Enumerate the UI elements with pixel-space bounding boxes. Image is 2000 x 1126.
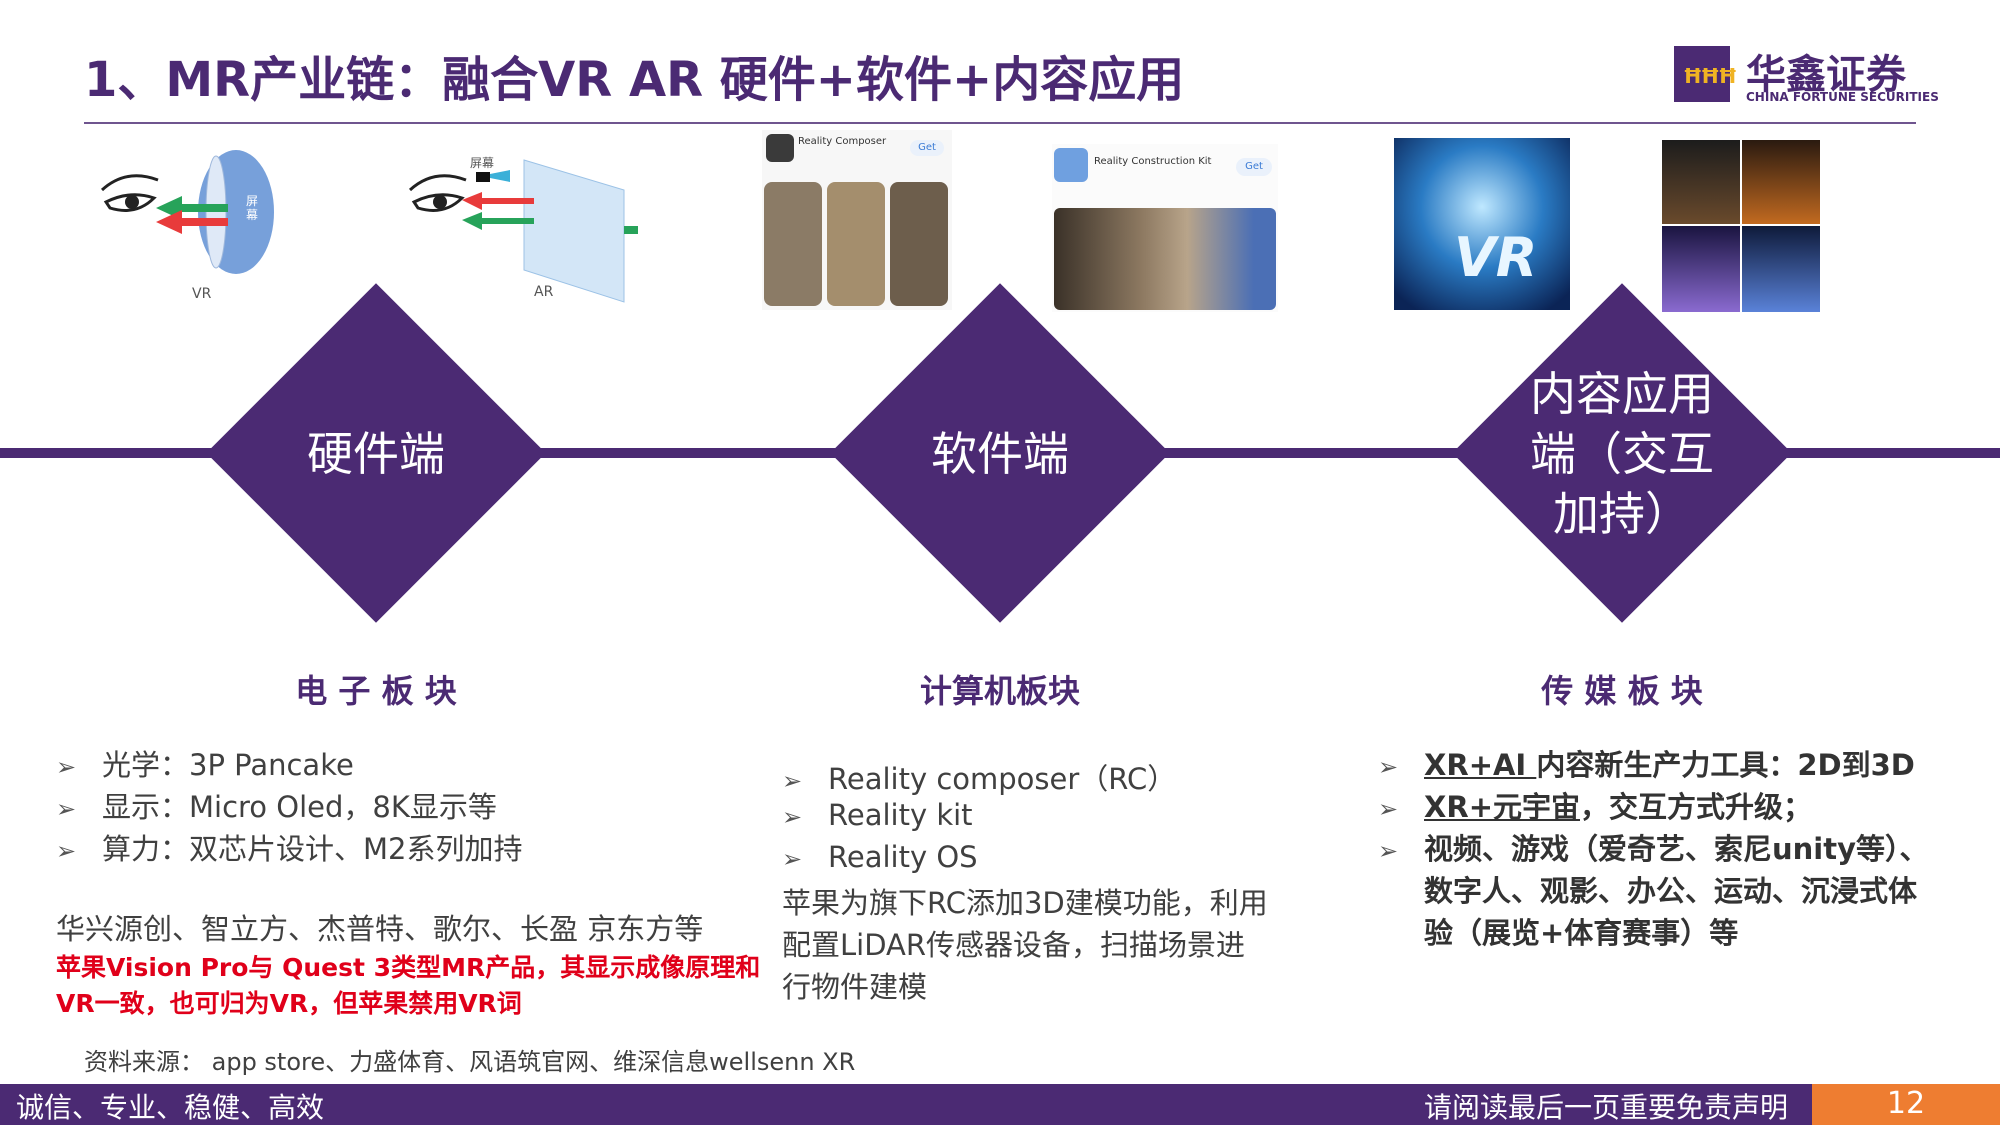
hardware-note-line2: VR一致，也可归为VR，但苹果禁用VR词 (56, 989, 522, 1018)
software-desc-line1: 苹果为旗下RC添加3D建模功能，利用 (782, 886, 1268, 920)
hardware-companies: 华兴源创、智立方、杰普特、歌尔、长盈 京东方等 (56, 912, 704, 946)
app-icon (766, 134, 794, 162)
vr-diagram-image: 屏幕 VR (96, 150, 316, 310)
reality-composer-screenshot: Reality Composer Get (762, 130, 952, 310)
list-item-continuation: 数字人、观影、办公、运动、沉浸式体 (1424, 874, 1918, 908)
arrow-bullet-icon: ➢ (782, 845, 803, 873)
list-item: ➢算力：双芯片设计、M2系列加持 (56, 832, 523, 866)
list-item: ➢XR+AI 内容新生产力工具：2D到3D (1378, 748, 1915, 782)
get-button: Get (1236, 158, 1272, 176)
arrow-bullet-icon: ➢ (56, 837, 77, 865)
list-item: ➢光学：3P Pancake (56, 748, 354, 782)
list-item: ➢显示：Micro Oled，8K显示等 (56, 790, 497, 824)
list-item: ➢XR+元宇宙，交互方式升级； (1378, 790, 1813, 824)
company-logo: ĦĦĦ 华鑫证券 CHINA FORTUNE SECURITIES (1674, 46, 1939, 110)
list-item: ➢Reality composer（RC） (782, 762, 1177, 796)
list-item: ➢Reality kit (782, 798, 973, 832)
arrow-bullet-icon: ➢ (1378, 753, 1399, 781)
arrow-bullet-icon: ➢ (56, 753, 77, 781)
logo-mark-icon: ĦĦĦ (1674, 46, 1737, 102)
computer-section-heading: 计算机板块 (919, 672, 1080, 710)
footer-bar (0, 1084, 2000, 1125)
electronics-section-heading: 电 子 板 块 (295, 672, 457, 710)
software-label: 软件端 (931, 427, 1069, 481)
arrow-bullet-icon: ➢ (782, 767, 803, 795)
ar-caption: AR (534, 284, 554, 300)
hardware-note-line1: 苹果Vision Pro与 Quest 3类型MR产品，其显示成像原理和 (56, 953, 761, 982)
list-item: ➢Reality OS (782, 840, 978, 874)
list-item: ➢视频、游戏（爱奇艺、索尼unity等）、 (1378, 832, 1929, 866)
page-number-box (1812, 1084, 2000, 1125)
app-icon (1054, 148, 1088, 182)
arrow-bullet-icon: ➢ (1378, 837, 1399, 865)
get-button: Get (910, 140, 944, 156)
vr-screen-label: 屏幕 (246, 194, 259, 222)
list-item-continuation: 验（展览+体育赛事）等 (1424, 916, 1739, 950)
logo-english-name: CHINA FORTUNE SECURITIES (1746, 90, 1939, 104)
media-section-heading: 传 媒 板 块 (1541, 672, 1703, 710)
page-number: 12 (1886, 1086, 1926, 1121)
ar-screen-label: 屏幕 (470, 156, 495, 170)
app-title: Reality Construction Kit (1094, 156, 1212, 167)
vr-caption: VR (192, 286, 212, 302)
ar-diagram-image: 屏幕 AR (404, 150, 644, 310)
arrow-bullet-icon: ➢ (782, 803, 803, 831)
page-title: 1、MR产业链：融合VR AR 硬件+软件+内容应用 (84, 52, 1185, 108)
reality-construction-kit-screenshot: Reality Construction Kit Get (1052, 144, 1278, 312)
source-note: 资料来源： app store、力盛体育、风语筑官网、维深信息wellsenn … (84, 1048, 856, 1076)
vr-racing-image: VR (1394, 138, 1570, 310)
arrow-bullet-icon: ➢ (1378, 795, 1399, 823)
app-title: Reality Composer (798, 136, 887, 147)
content-label: 内容应用 端（交互 加持） (1530, 367, 1714, 541)
footer-disclaimer: 请阅读最后一页重要免责声明 (1424, 1091, 1789, 1124)
software-desc-line2: 配置LiDAR传感器设备，扫描场景进 (782, 928, 1246, 962)
header-divider (84, 122, 1916, 124)
arrow-bullet-icon: ➢ (56, 795, 77, 823)
exhibition-collage-image (1662, 140, 1820, 312)
software-desc-line3: 行物件建模 (782, 970, 928, 1004)
logo-chinese-name: 华鑫证券 (1746, 52, 1906, 98)
hardware-label: 硬件端 (307, 427, 445, 481)
footer-slogan: 诚信、专业、稳健、高效 (16, 1091, 325, 1124)
